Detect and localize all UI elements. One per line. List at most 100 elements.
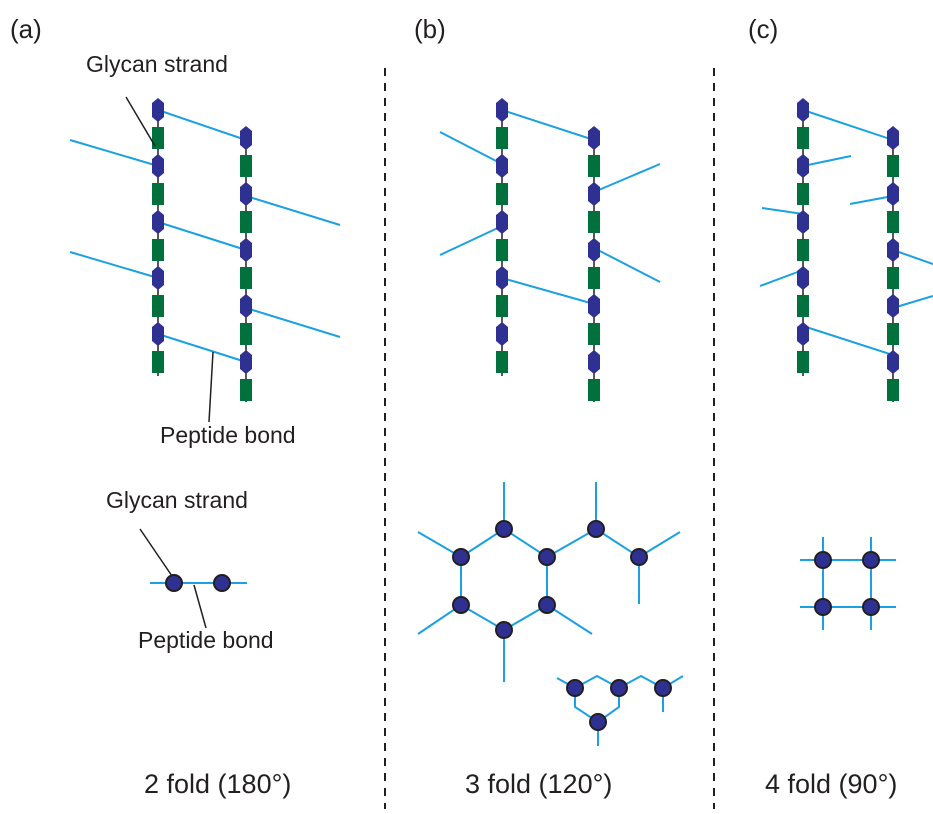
caption-2-fold: 2 fold (180°) [144,769,292,799]
nam-sugar-hexagon [240,238,252,262]
panel-c-tag: (c) [748,14,779,44]
peptide-bond [69,139,159,167]
peptide-bond [802,325,894,356]
peptide-bond [759,269,804,287]
nag-sugar-rectangle [797,295,809,317]
peptide-bond [761,207,804,215]
nam-sugar-hexagon [588,182,600,206]
nag-sugar-rectangle [588,211,600,233]
glycan-strand-node [862,551,880,569]
nam-sugar-hexagon [887,182,899,206]
label-glycan-strand-bottom: Glycan strand [106,487,248,513]
nam-sugar-hexagon [152,154,164,178]
glycan-strand-node [566,679,584,697]
nag-sugar-rectangle [496,239,508,261]
glycan-strand-node [165,574,183,592]
nam-sugar-hexagon [887,294,899,318]
peptide-bond [157,333,247,363]
peptide-bond [892,249,933,265]
nam-sugar-hexagon [240,126,252,150]
nam-sugar-hexagon [240,182,252,206]
peptide-bond [501,109,595,141]
glycan-strand-node [587,520,605,538]
panel-a-tag: (a) [10,14,42,44]
peptide-bond [157,109,247,141]
nag-sugar-rectangle [152,351,164,373]
nag-sugar-rectangle [887,379,899,401]
glycan-strand-node [495,520,513,538]
label-peptide-bond-bottom: Peptide bond [138,627,274,653]
peptide-bond [439,225,503,256]
glycan-strand-node [630,548,648,566]
nam-sugar-hexagon [496,266,508,290]
panel-b-tag: (b) [414,14,446,44]
peptide-bond [593,163,661,193]
peptide-bond [802,109,894,141]
nag-sugar-rectangle [152,239,164,261]
peptide-bond [849,195,894,205]
nag-sugar-rectangle [240,323,252,345]
nag-sugar-rectangle [887,323,899,345]
nam-sugar-hexagon [152,322,164,346]
glycan-strand-node [495,621,513,639]
nag-sugar-rectangle [797,351,809,373]
nag-sugar-rectangle [887,155,899,177]
peptide-bond [802,155,852,167]
leader-glycan-strand [125,96,156,147]
nam-sugar-hexagon [887,350,899,374]
nam-sugar-hexagon [152,210,164,234]
nag-sugar-rectangle [887,267,899,289]
nam-sugar-hexagon [496,210,508,234]
nam-sugar-hexagon [240,350,252,374]
peptide-bond [546,528,597,558]
peptide-bond [501,277,595,305]
nam-sugar-hexagon [496,98,508,122]
glycan-strand-node [452,596,470,614]
nag-sugar-rectangle [496,295,508,317]
nag-sugar-rectangle [240,379,252,401]
glycan-strand-node [589,713,607,731]
nag-sugar-rectangle [240,155,252,177]
nam-sugar-hexagon [496,322,508,346]
honeycomb-ring [460,527,548,632]
peptide-bond [892,295,933,309]
glycan-strand-node [814,551,832,569]
nag-sugar-rectangle [588,323,600,345]
peptide-bond [439,131,503,165]
leader-peptide-bond [193,584,207,629]
nag-sugar-rectangle [240,267,252,289]
glycan-strand-node [862,598,880,616]
leader-peptide-bond [208,351,214,423]
nag-sugar-rectangle [797,127,809,149]
nag-sugar-rectangle [152,183,164,205]
nam-sugar-hexagon [588,126,600,150]
peptide-bond [245,195,341,226]
glycan-strand-node [452,548,470,566]
nag-sugar-rectangle [887,211,899,233]
caption-4-fold: 4 fold (90°) [765,769,898,799]
nam-sugar-hexagon [797,98,809,122]
nag-sugar-rectangle [152,127,164,149]
nam-sugar-hexagon [887,238,899,262]
nam-sugar-hexagon [496,154,508,178]
glycan-strand-node [814,598,832,616]
nam-sugar-hexagon [152,98,164,122]
nag-sugar-rectangle [496,183,508,205]
nam-sugar-hexagon [588,294,600,318]
nam-sugar-hexagon [887,126,899,150]
peptide-bond [593,247,661,283]
label-glycan-strand-top: Glycan strand [86,51,228,77]
nam-sugar-hexagon [797,322,809,346]
nam-sugar-hexagon [240,294,252,318]
peptide-bond [69,251,159,279]
nag-sugar-rectangle [240,211,252,233]
nag-sugar-rectangle [496,351,508,373]
nam-sugar-hexagon [588,238,600,262]
glycan-strand-node [610,679,628,697]
nag-sugar-rectangle [797,183,809,205]
nag-sugar-rectangle [588,379,600,401]
glycan-strand-node [654,679,672,697]
nag-sugar-rectangle [797,239,809,261]
